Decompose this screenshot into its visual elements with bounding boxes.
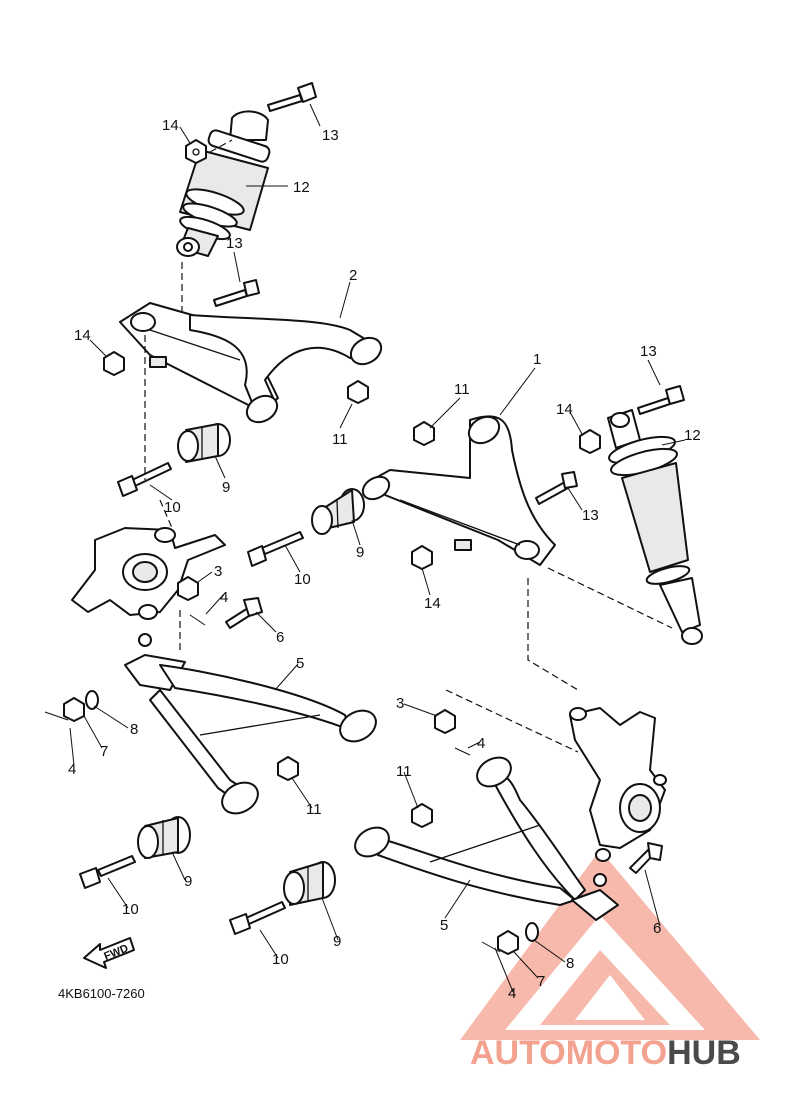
nut-11-lower-left [277, 756, 299, 781]
callout-1: 1 [533, 351, 541, 368]
callout-5: 5 [296, 655, 304, 672]
callout-14: 14 [74, 327, 91, 344]
callout-13: 13 [226, 235, 243, 252]
upper-arm-2 [119, 302, 383, 424]
bolt-6-left [225, 597, 263, 629]
bolt-6-right [629, 842, 663, 874]
callout-6: 6 [653, 920, 661, 937]
bushing-9-lower-left [137, 816, 191, 859]
callout-4: 4 [68, 761, 76, 778]
lower-arm-5-right [354, 756, 619, 921]
watermark-text: AUTOMOTOHUB [470, 1034, 741, 1072]
callout-7: 7 [537, 973, 545, 990]
callout-14: 14 [556, 401, 573, 418]
callout-7: 7 [100, 743, 108, 760]
callout-5: 5 [440, 917, 448, 934]
bushing-9-upper-right [311, 488, 365, 535]
washer-8-left [85, 690, 99, 710]
callout-11: 11 [396, 763, 412, 780]
bolt-10-lower-right [229, 901, 286, 935]
nut-7-left [63, 697, 85, 722]
callout-14: 14 [424, 595, 441, 612]
right-knuckle [569, 707, 667, 862]
leader-lines [69, 103, 686, 993]
nut-3-right [434, 709, 456, 734]
callout-10: 10 [272, 951, 289, 968]
callout-labels: 14 13 12 13 2 14 11 11 1 13 14 12 13 9 1… [68, 117, 701, 1002]
nut-11-upper-right [413, 421, 435, 446]
callout-12: 12 [684, 427, 701, 444]
watermark-logo [460, 850, 760, 1040]
bolt-10-lower-left [79, 855, 136, 889]
callout-9: 9 [356, 544, 364, 561]
diagram-code: 4KB6100-7260 [58, 986, 145, 1001]
bushing-9-upper-left [177, 423, 231, 463]
callout-14: 14 [162, 117, 179, 134]
callout-9: 9 [333, 933, 341, 950]
bushing-9-lower-right [283, 861, 336, 906]
callout-9: 9 [184, 873, 192, 890]
callout-10: 10 [294, 571, 311, 588]
nut-14-right-shock [579, 429, 601, 454]
bolt-13-right-shock [637, 385, 685, 415]
nut-7-right [497, 930, 519, 955]
callout-10: 10 [122, 901, 139, 918]
callout-11: 11 [332, 431, 348, 448]
nut-14-upper-arm-1 [411, 545, 433, 570]
callout-12: 12 [293, 179, 310, 196]
fwd-label: FWD [102, 942, 130, 963]
bolt-13-upper-arm-1 [535, 471, 578, 505]
callout-13: 13 [582, 507, 599, 524]
bolt-13-upper-arm [213, 279, 260, 307]
bolt-13-upper-left [267, 82, 317, 112]
watermark-part2: MOTO [566, 1034, 667, 1072]
callout-3: 3 [214, 563, 222, 580]
watermark-part1: AUTO [470, 1034, 566, 1072]
callout-13: 13 [640, 343, 657, 360]
callout-3: 3 [396, 695, 404, 712]
bolt-10-upper-right [247, 531, 304, 567]
nut-11-lower-right [411, 803, 433, 828]
callout-4: 4 [220, 589, 228, 606]
callout-13: 13 [322, 127, 339, 144]
nut-14-upper-left [185, 139, 207, 164]
callout-10: 10 [164, 499, 181, 516]
upper-arm-1 [361, 415, 556, 566]
nut-3-left [177, 576, 199, 601]
washer-8-right [525, 922, 539, 942]
callout-11: 11 [454, 381, 470, 398]
callout-4: 4 [477, 735, 485, 752]
bolt-10-upper-left [117, 462, 172, 497]
nut-14-upper-arm [103, 351, 125, 376]
svg-text:AUTOMOTOHUB: AUTOMOTOHUB [470, 1034, 741, 1072]
callout-8: 8 [566, 955, 574, 972]
left-knuckle [71, 527, 226, 620]
right-shock-absorber [607, 409, 703, 645]
callout-6: 6 [276, 629, 284, 646]
fwd-arrow-icon: FWD [83, 937, 135, 969]
callout-11: 11 [306, 801, 322, 818]
callout-8: 8 [130, 721, 138, 738]
watermark-part3: HUB [667, 1034, 741, 1072]
callout-2: 2 [349, 267, 357, 284]
nut-11-upper-arm [347, 380, 369, 404]
callout-9: 9 [222, 479, 230, 496]
callout-4: 4 [508, 985, 516, 1002]
upper-left-shock-absorber [176, 110, 271, 257]
lower-arm-5-left [124, 633, 377, 815]
